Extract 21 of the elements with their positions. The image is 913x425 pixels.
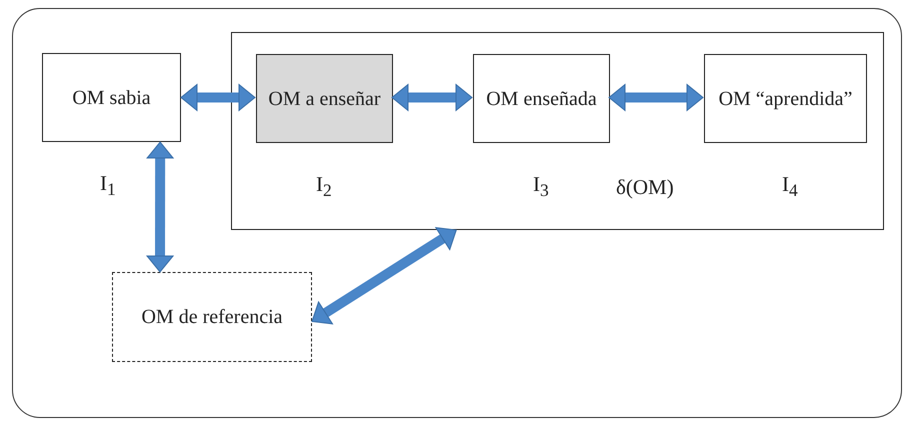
box-label: OM sabia [72,86,151,110]
dashed-box [112,272,312,362]
double-arrow [312,227,457,324]
index-label: I$_{1}$ [100,171,116,200]
box-label: OM de referencia [141,305,283,329]
index-label: I$_{3}$ [533,172,549,202]
index-label: I$_{2}$ [316,172,332,202]
box-label: OM “aprendida” [718,86,852,110]
process-box [704,54,867,143]
box-label: OM enseñada [486,86,597,110]
double-arrow [608,84,704,111]
group-label: δ(OM) [616,175,674,200]
process-box [473,54,610,143]
double-arrow [180,84,256,111]
box-label: OM a enseñar [268,86,381,110]
double-arrow [392,84,472,111]
process-box [42,53,181,142]
index-label: I$_{4}$ [782,172,798,202]
group-frame [231,32,884,230]
process-box [256,54,393,143]
double-arrow [146,142,174,272]
